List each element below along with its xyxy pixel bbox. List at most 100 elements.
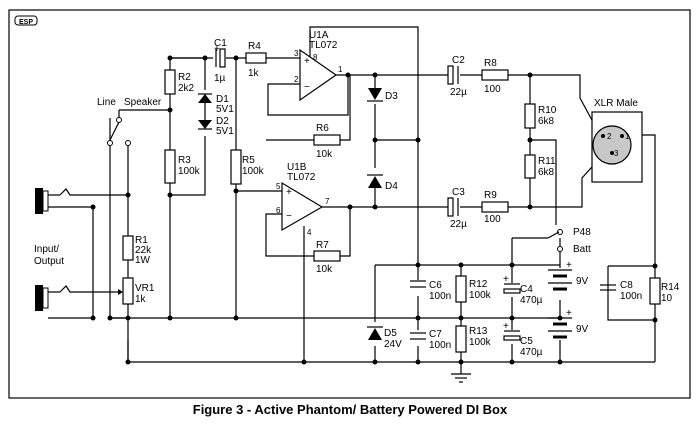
svg-text:100: 100 xyxy=(484,84,501,95)
svg-text:C4: C4 xyxy=(520,284,533,295)
p48-batt-switch: P48 Batt xyxy=(547,227,591,255)
svg-text:R4: R4 xyxy=(248,41,261,52)
svg-text:Batt: Batt xyxy=(573,244,591,255)
capacitor-c3: C3 22µ xyxy=(447,187,467,230)
capacitor-c1: + C1 1µ xyxy=(214,38,227,84)
svg-text:D4: D4 xyxy=(385,181,398,192)
diode-d4: D4 xyxy=(367,174,398,192)
svg-text:100n: 100n xyxy=(429,340,451,351)
ground-icon xyxy=(451,373,471,383)
svg-text:U1B: U1B xyxy=(287,162,307,173)
zener-d1: D1 5V1 xyxy=(198,93,234,115)
svg-text:24V: 24V xyxy=(384,339,402,350)
svg-text:R10: R10 xyxy=(538,105,557,116)
svg-text:10k: 10k xyxy=(316,264,333,275)
svg-text:1k: 1k xyxy=(248,68,260,79)
potentiometer-vr1: VR1 1k xyxy=(118,277,155,305)
svg-text:D5: D5 xyxy=(384,328,397,339)
svg-text:2k2: 2k2 xyxy=(178,83,195,94)
input-jack-2 xyxy=(35,285,84,311)
svg-text:R3: R3 xyxy=(178,155,191,166)
resistor-r12: R12 100k xyxy=(455,275,492,303)
svg-text:5V1: 5V1 xyxy=(216,104,234,115)
wires xyxy=(48,26,656,374)
xlr-male-connector: XLR Male 2 1 3 xyxy=(591,98,643,183)
svg-text:1: 1 xyxy=(625,132,630,141)
svg-text:100n: 100n xyxy=(429,291,451,302)
esp-logo: ESP xyxy=(14,15,38,26)
svg-text:5: 5 xyxy=(276,182,281,191)
svg-text:R6: R6 xyxy=(316,123,329,134)
svg-text:2: 2 xyxy=(607,132,612,141)
resistor-r1: R1 22k 1W xyxy=(122,235,152,266)
battery-2: + 9V xyxy=(548,308,589,339)
svg-text:ESP: ESP xyxy=(19,19,33,26)
svg-text:C6: C6 xyxy=(429,280,442,291)
diode-d3: D3 xyxy=(367,88,398,102)
opamp-u1a: + − 3 2 1 8 U1A TL072 xyxy=(294,30,343,102)
battery-1: + 9V xyxy=(548,260,589,291)
svg-text:C5: C5 xyxy=(520,336,533,347)
svg-text:+: + xyxy=(566,308,572,319)
svg-text:100n: 100n xyxy=(620,291,642,302)
svg-text:100k: 100k xyxy=(469,337,492,348)
capacitor-c5: + C5 470µ xyxy=(503,321,543,358)
svg-text:100k: 100k xyxy=(178,166,201,177)
svg-text:R5: R5 xyxy=(242,155,255,166)
svg-text:9V: 9V xyxy=(576,276,589,287)
svg-text:1: 1 xyxy=(338,65,343,74)
diagram-frame xyxy=(8,9,691,399)
svg-text:U1A: U1A xyxy=(309,30,329,41)
capacitor-c4: + C4 470µ xyxy=(503,274,543,306)
svg-text:1W: 1W xyxy=(135,255,151,266)
svg-text:10k: 10k xyxy=(316,149,333,160)
svg-text:3: 3 xyxy=(294,49,299,58)
resistor-r9: R9 100 xyxy=(481,190,509,225)
svg-text:3: 3 xyxy=(614,149,619,158)
svg-text:C2: C2 xyxy=(452,55,465,66)
svg-text:22µ: 22µ xyxy=(450,87,467,98)
svg-text:C1: C1 xyxy=(214,38,227,49)
svg-text:Output: Output xyxy=(34,256,64,267)
resistor-r5: R5 100k xyxy=(230,149,265,185)
opamp-u1b: + − 5 6 7 4 U1B TL072 xyxy=(276,162,330,237)
svg-text:R2: R2 xyxy=(178,72,191,83)
svg-text:470µ: 470µ xyxy=(520,295,543,306)
input-jack-1 xyxy=(35,188,84,214)
resistor-r13: R13 100k xyxy=(455,325,492,353)
svg-text:C3: C3 xyxy=(452,187,465,198)
resistor-r6: R6 10k xyxy=(313,123,341,160)
svg-text:9V: 9V xyxy=(576,324,589,335)
svg-text:P48: P48 xyxy=(573,227,591,238)
capacitor-c6: C6 100n xyxy=(410,280,451,302)
resistor-r11: R11 6k8 xyxy=(524,154,556,179)
svg-text:D1: D1 xyxy=(216,94,229,105)
svg-text:R7: R7 xyxy=(316,240,329,251)
svg-text:TL072: TL072 xyxy=(309,40,338,51)
svg-text:6k8: 6k8 xyxy=(538,167,555,178)
svg-text:R9: R9 xyxy=(484,190,497,201)
svg-text:1k: 1k xyxy=(135,294,147,305)
figure-caption: Figure 3 - Active Phantom/ Battery Power… xyxy=(192,402,508,417)
svg-text:5V1: 5V1 xyxy=(216,126,234,137)
svg-text:+: + xyxy=(566,260,572,271)
svg-text:6: 6 xyxy=(276,206,281,215)
resistor-r4: R4 1k xyxy=(245,41,267,79)
svg-text:+: + xyxy=(503,321,509,332)
svg-text:R1: R1 xyxy=(135,235,148,246)
svg-text:R11: R11 xyxy=(538,156,556,167)
svg-text:Input/: Input/ xyxy=(34,244,59,255)
svg-text:100: 100 xyxy=(484,214,501,225)
zener-d5: D5 24V xyxy=(367,326,402,350)
svg-text:+: + xyxy=(503,274,509,285)
svg-text:−: − xyxy=(286,211,292,222)
resistor-r3: R3 100k xyxy=(164,149,201,184)
svg-text:2: 2 xyxy=(294,75,299,84)
svg-text:Speaker: Speaker xyxy=(124,97,162,108)
svg-text:XLR Male: XLR Male xyxy=(594,98,638,109)
resistor-r2: R2 2k2 xyxy=(164,69,195,95)
line-speaker-switch: Line Speaker xyxy=(97,97,170,146)
zener-d2: D2 5V1 xyxy=(198,103,234,137)
svg-text:R8: R8 xyxy=(484,58,497,69)
